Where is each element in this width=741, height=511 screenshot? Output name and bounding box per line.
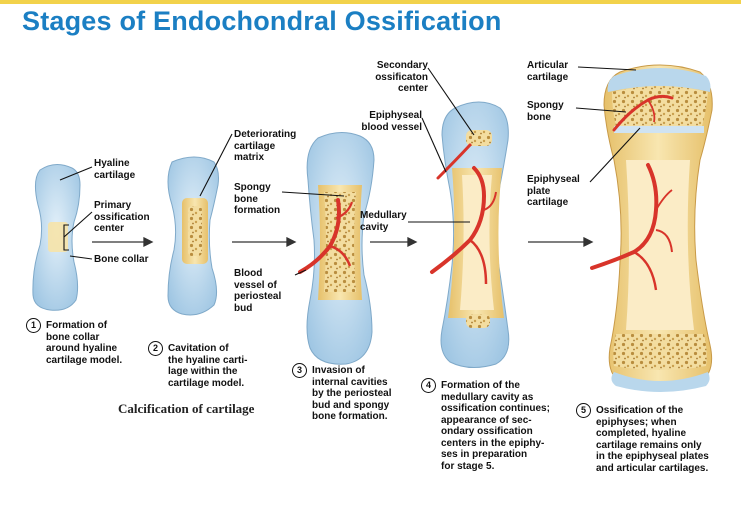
stage-4-bone (430, 101, 510, 368)
step-1-number: 1 (26, 318, 41, 333)
label-spongy-bone-formation: Spongy bone formation (234, 182, 281, 216)
step-3-text: Invasion of internal cavities by the per… (312, 365, 392, 422)
page-title: Stages of Endochondral Ossification (22, 6, 502, 36)
label-hyaline-cartilage: Hyaline cartilage (94, 158, 136, 181)
step-4-text: Formation of the medullary cavity as oss… (441, 380, 550, 472)
stage-2-bone (167, 156, 219, 316)
label-bone-collar: Bone collar (94, 254, 149, 265)
leader-lines (59, 66, 641, 276)
step-1-text: Formation of bone collar around hyaline … (46, 320, 123, 366)
step-2-text: Cavitation of the hyaline carti- lage wi… (168, 343, 248, 389)
step-4-number: 4 (421, 378, 436, 393)
step-5-text: Ossification of the epiphyses; when comp… (596, 405, 709, 474)
label-epiphyseal-plate-cartilage: Epiphyseal plate cartilage (527, 174, 580, 208)
label-blood-vessel-bud: Blood vessel of periosteal bud (234, 268, 282, 314)
label-primary-ossification-center: Primary ossification center (94, 200, 150, 234)
label-medullary-cavity: Medullary cavity (360, 210, 407, 233)
step-3-number: 3 (292, 363, 307, 378)
stage-5-bone (590, 64, 713, 392)
top-accent-line (0, 0, 741, 4)
calcification-caption: Calcification of cartilage (118, 401, 255, 416)
label-spongy-bone: Spongy bone (527, 100, 564, 123)
stage-3-bone (298, 132, 375, 365)
step-5-number: 5 (576, 403, 591, 418)
stage-1-bone (32, 164, 81, 311)
label-secondary-ossification-center: Secondary ossificaton center (375, 60, 428, 94)
progress-arrows (92, 236, 594, 248)
label-epiphyseal-blood-vessel: Epiphyseal blood vessel (361, 110, 422, 133)
label-articular-cartilage: Articular cartilage (527, 60, 569, 83)
label-deteriorating-matrix: Deteriorating cartilage matrix (234, 129, 297, 163)
step-2-number: 2 (148, 341, 163, 356)
